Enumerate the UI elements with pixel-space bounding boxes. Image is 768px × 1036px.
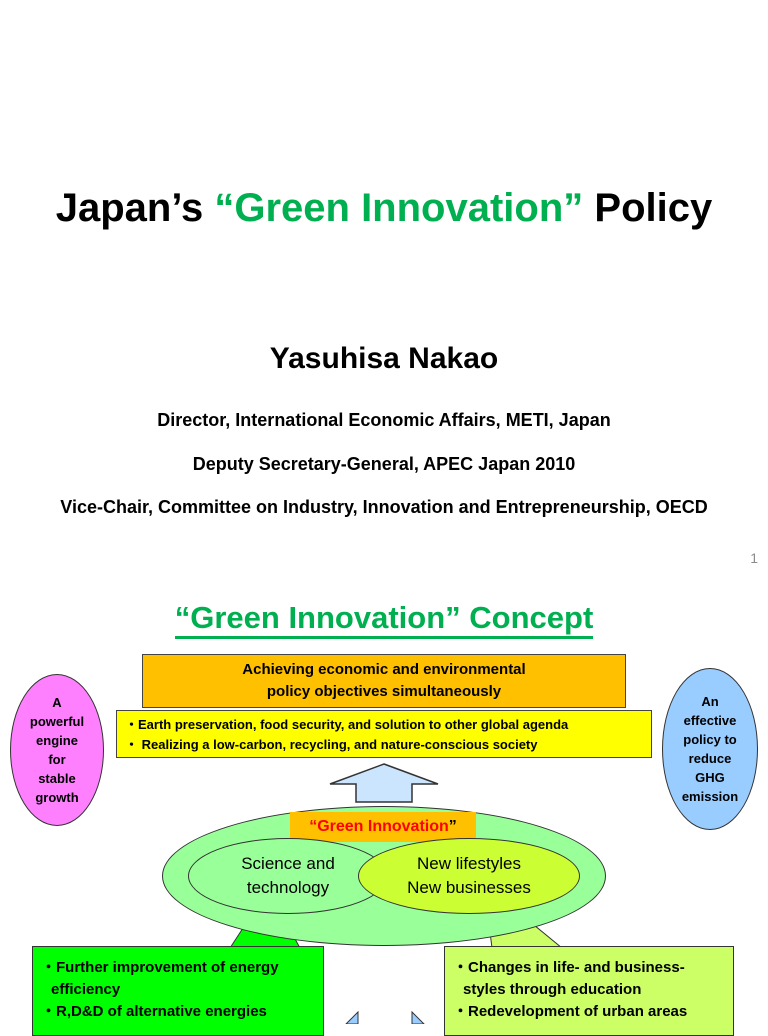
up-arrow-icon: [329, 763, 439, 803]
science-line: Science and: [241, 854, 335, 873]
slide-title: Japan’s “Green Innovation” Policy: [0, 186, 768, 231]
oval-left-line: stable: [38, 771, 76, 786]
oval-left-line: engine: [36, 733, 78, 748]
lifestyle-line: New lifestyles: [417, 854, 521, 873]
agenda-bullet: ・Earth preservation, food security, and …: [125, 717, 569, 732]
growth-engine-oval: A powerful engine for stable growth: [10, 674, 104, 826]
gi-label-quote: ”: [448, 818, 457, 835]
lifestyle-bullet: ・Changes in life- and business-styles th…: [453, 959, 685, 998]
energy-bullet: ・Further improvement of energy efficienc…: [41, 959, 279, 998]
lifestyle-bullet: ・Redevelopment of urban areas: [453, 1003, 688, 1020]
oval-right-line: emission: [681, 789, 739, 804]
green-innovation-label: “Green Innovation”: [290, 812, 476, 842]
oval-right-line: reduce: [688, 751, 732, 766]
oval-left-line: growth: [35, 790, 79, 805]
title-prefix: Japan’s: [55, 186, 215, 230]
oval-left-line: powerful: [29, 714, 85, 729]
energy-callout-box: ・Further improvement of energy efficienc…: [32, 946, 324, 1036]
concept-title: “Green Innovation” Concept: [0, 600, 768, 639]
bottom-arrow-right-icon: [411, 1010, 425, 1024]
lifestyle-business-bubble: New lifestyles New businesses: [358, 838, 580, 914]
science-line: technology: [246, 878, 330, 897]
science-technology-bubble: Science and technology: [188, 838, 388, 914]
gi-label-text: “Green Innovation: [309, 818, 449, 835]
global-agenda-box: ・Earth preservation, food security, and …: [116, 710, 652, 758]
affiliation-3: Vice-Chair, Committee on Industry, Innov…: [60, 497, 708, 517]
title-slide: Japan’s “Green Innovation” Policy Yasuhi…: [0, 186, 768, 566]
affiliation-2: Deputy Secretary-General, APEC Japan 201…: [192, 454, 576, 474]
concept-slide: “Green Innovation” Concept A powerful en…: [0, 576, 768, 1036]
energy-bullet: ・R,D&D of alternative energies: [41, 1003, 267, 1020]
oval-right-line: policy to: [683, 732, 737, 747]
lifestyle-callout-box: ・Changes in life- and business-styles th…: [444, 946, 734, 1036]
affiliation-1: Director, International Economic Affairs…: [157, 410, 611, 430]
page-number: 1: [750, 550, 758, 566]
oval-left-line: A: [52, 695, 62, 710]
oval-right-line: An: [701, 694, 719, 709]
oval-right-line: effective: [683, 713, 737, 728]
author-name: Yasuhisa Nakao: [269, 342, 499, 375]
concept-title-text: “Green Innovation” Concept: [174, 600, 594, 639]
ghg-policy-oval: An effective policy to reduce GHG emissi…: [662, 668, 758, 830]
agenda-bullet: ・ Realizing a low-carbon, recycling, and…: [125, 737, 538, 752]
title-highlight: “Green Innovation”: [214, 186, 584, 230]
lifestyle-line: New businesses: [407, 878, 531, 897]
title-suffix: Policy: [583, 186, 713, 230]
objectives-line: policy objectives simultaneously: [266, 683, 502, 700]
oval-right-line: GHG: [695, 770, 725, 785]
oval-left-line: for: [48, 752, 66, 767]
objectives-line: Achieving economic and environmental: [242, 661, 526, 678]
bottom-arrow-left-icon: [345, 1010, 359, 1024]
objectives-box: Achieving economic and environmental pol…: [142, 654, 626, 708]
